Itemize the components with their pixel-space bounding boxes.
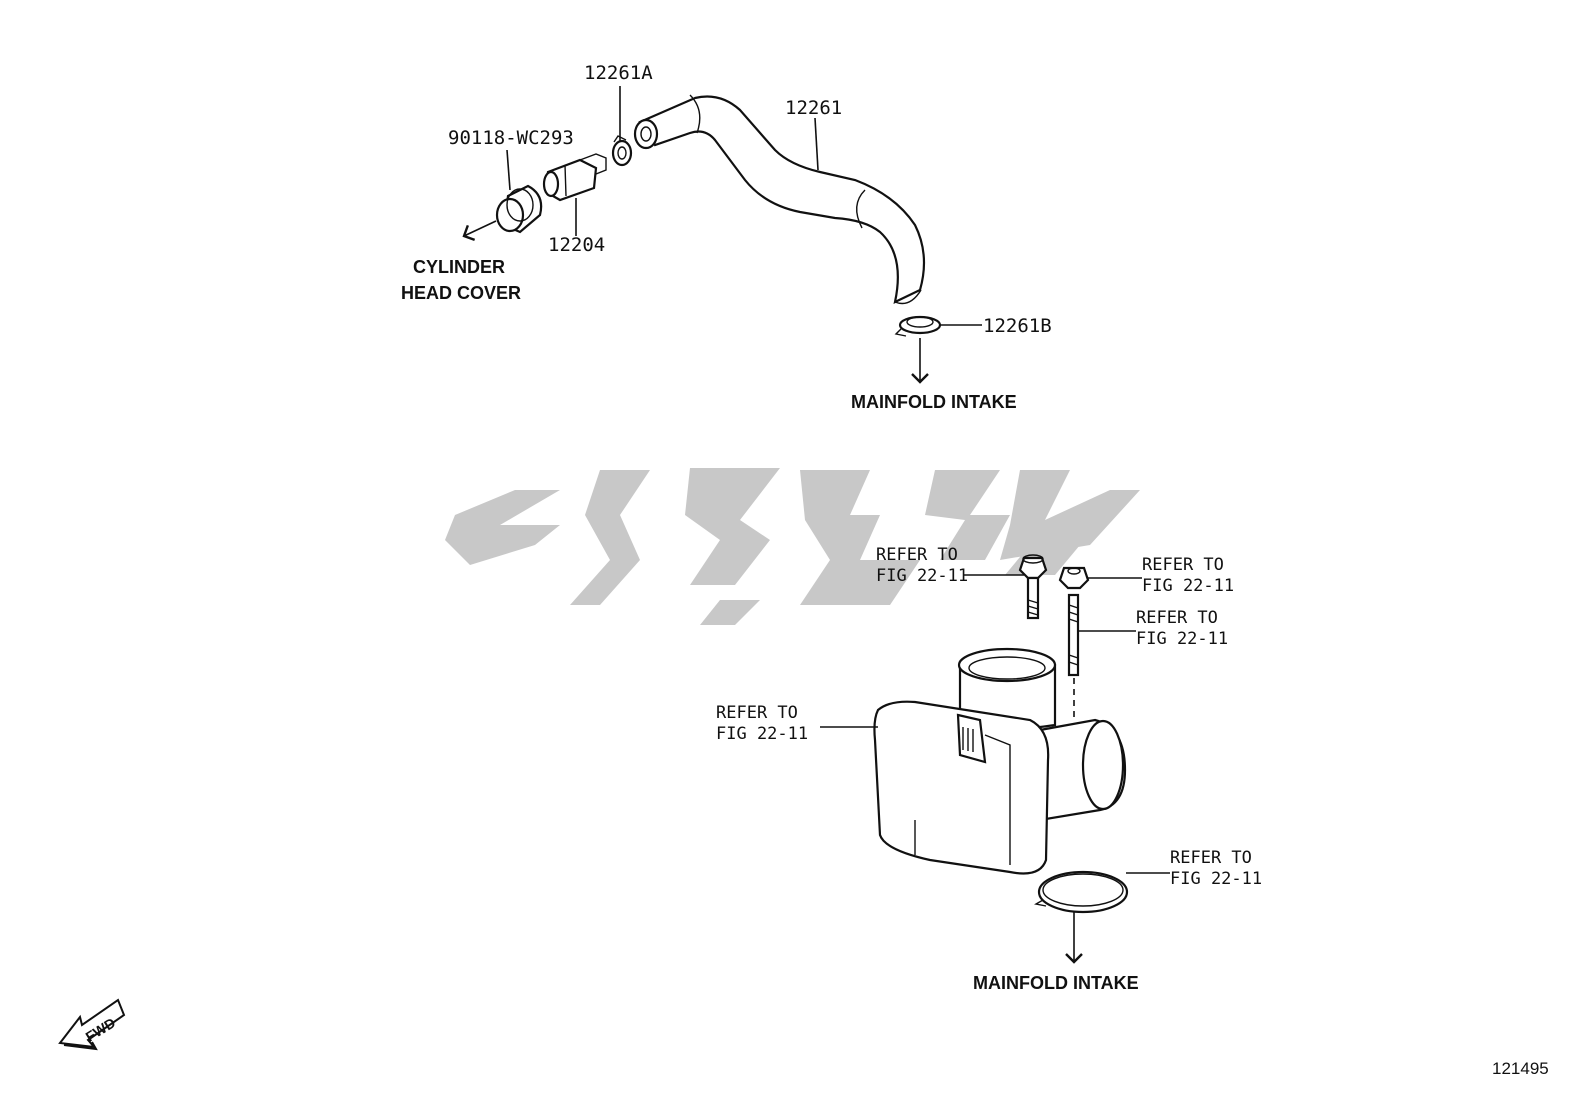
part-label-90118: 90118-WC293 bbox=[448, 127, 574, 149]
ref-throttle-line2: FIG 22-11 bbox=[716, 724, 808, 744]
ref-nut-line1: REFER TO bbox=[1142, 555, 1224, 575]
ref-bolt-line2: FIG 22-11 bbox=[876, 566, 968, 586]
part-label-12261b: 12261B bbox=[983, 315, 1052, 337]
ref-nut-line2: FIG 22-11 bbox=[1142, 576, 1234, 596]
leader-12261 bbox=[814, 117, 819, 171]
ref-gasket-line1: REFER TO bbox=[1170, 848, 1252, 868]
stud bbox=[1067, 593, 1080, 720]
leader-90118 bbox=[506, 149, 511, 191]
dest-cylinder-line1: CYLINDER bbox=[413, 257, 505, 277]
dest-cylinder-line2: HEAD COVER bbox=[401, 283, 521, 303]
clamp-12261b bbox=[894, 315, 942, 337]
hose-12261 bbox=[633, 94, 926, 305]
part-label-12261a: 12261A bbox=[584, 62, 653, 84]
figure-number: 121495 bbox=[1492, 1059, 1549, 1078]
dest-manifold-lower: MAINFOLD INTAKE bbox=[973, 973, 1139, 993]
ref-gasket-line2: FIG 22-11 bbox=[1170, 869, 1262, 889]
arrow-cylinder-head bbox=[462, 220, 497, 241]
gasket-ring bbox=[1034, 870, 1129, 914]
watermark-logo bbox=[445, 468, 1140, 625]
nut bbox=[1058, 566, 1090, 590]
part-label-12204: 12204 bbox=[548, 234, 605, 256]
ref-stud-line2: FIG 22-11 bbox=[1136, 629, 1228, 649]
bolt bbox=[1018, 554, 1048, 620]
pcv-valve-12204 bbox=[542, 153, 607, 202]
dest-manifold-upper: MAINFOLD INTAKE bbox=[851, 392, 1017, 412]
ref-bolt-line1: REFER TO bbox=[876, 545, 958, 565]
ref-stud-line1: REFER TO bbox=[1136, 608, 1218, 628]
clamp-12261a bbox=[611, 135, 633, 167]
grommet-90118 bbox=[495, 184, 543, 234]
throttle-body bbox=[873, 647, 1127, 875]
part-label-12261: 12261 bbox=[785, 97, 842, 119]
fwd-arrow-icon: FWD bbox=[58, 998, 126, 1051]
ref-throttle-line1: REFER TO bbox=[716, 703, 798, 723]
